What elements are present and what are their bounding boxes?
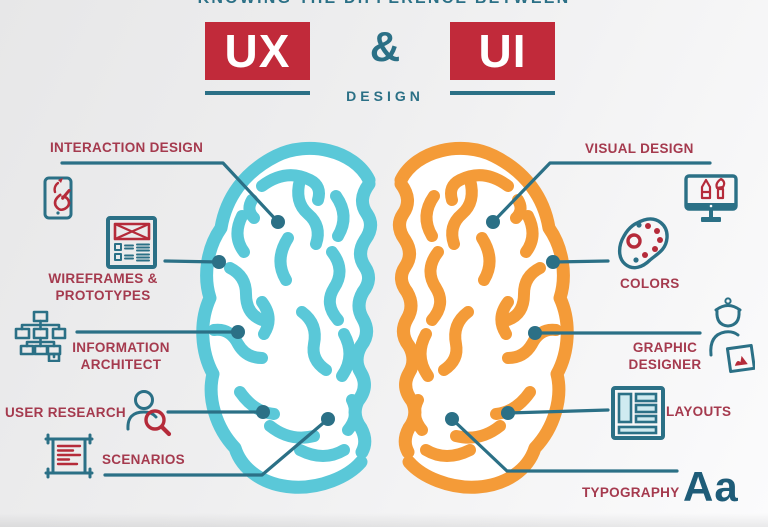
typography-connector [450,417,679,473]
bottom-shadow [0,513,768,527]
label-graphic-line1: GRAPHIC [632,340,698,355]
sitemap-icon [14,310,67,362]
connector-dot [486,215,500,229]
label-colors: COLORS [620,276,680,291]
wireframe-document-icon [106,216,157,269]
layout-grid-icon [611,386,665,440]
label-graphic-designer: GRAPHIC DESIGNER [625,339,705,373]
graphic-designer-icon [709,297,755,374]
label-scenarios: SCENARIOS [102,452,185,467]
palette-icon [617,217,669,270]
label-typography: TYPOGRAPHY [582,485,680,500]
label-wireframes-prototypes: WIREFRAMES & PROTOTYPES [38,270,168,304]
ux-underline [205,91,310,95]
colors-connector [551,259,610,264]
cropped-headline: KNOWING THE DIFFERENCE BETWEEN [0,0,768,9]
ux-title-box: UX [205,22,310,80]
connector-dot [212,255,226,269]
label-interaction-design: INTERACTION DESIGN [50,140,204,155]
cropped-headline-text: KNOWING THE DIFFERENCE BETWEEN [0,0,768,8]
label-wireframes-line2: PROTOTYPES [55,288,151,303]
design-word: DESIGN [346,88,424,104]
connector-dot [271,215,285,229]
label-information-line1: INFORMATION [72,340,170,355]
scroll-icon [44,433,94,479]
label-information-line2: ARCHITECT [80,357,162,372]
label-visual-design: VISUAL DESIGN [585,141,694,156]
ui-underline [450,91,555,95]
layouts-connector [506,408,610,415]
visual-design-connector [491,161,712,224]
label-layouts: LAYOUTS [666,404,732,419]
connector-dot [321,412,335,426]
label-graphic-line2: DESIGNER [628,357,702,372]
wireframes-connector [163,259,221,264]
connector-dot [256,405,270,419]
connector-dot [231,325,245,339]
ui-title-box: UI [450,22,555,80]
interaction-design-connector [60,161,280,224]
design-monitor-icon [684,174,738,222]
ui-title: UI [478,25,527,77]
label-information-architect: INFORMATION ARCHITECT [60,339,182,373]
typography-sample-text: Aa [683,463,739,510]
scenarios-connector [103,417,330,477]
ux-title: UX [224,25,291,77]
connector-dot [501,406,515,420]
connector-dot [445,412,459,426]
ampersand: & [369,23,401,70]
connector-dot [546,255,560,269]
connector-dot [528,326,542,340]
tablet-touch-icon [43,176,73,220]
user-search-icon [126,390,172,437]
label-user-research: USER RESEARCH [5,405,126,420]
label-wireframes-line1: WIREFRAMES & [48,271,158,286]
